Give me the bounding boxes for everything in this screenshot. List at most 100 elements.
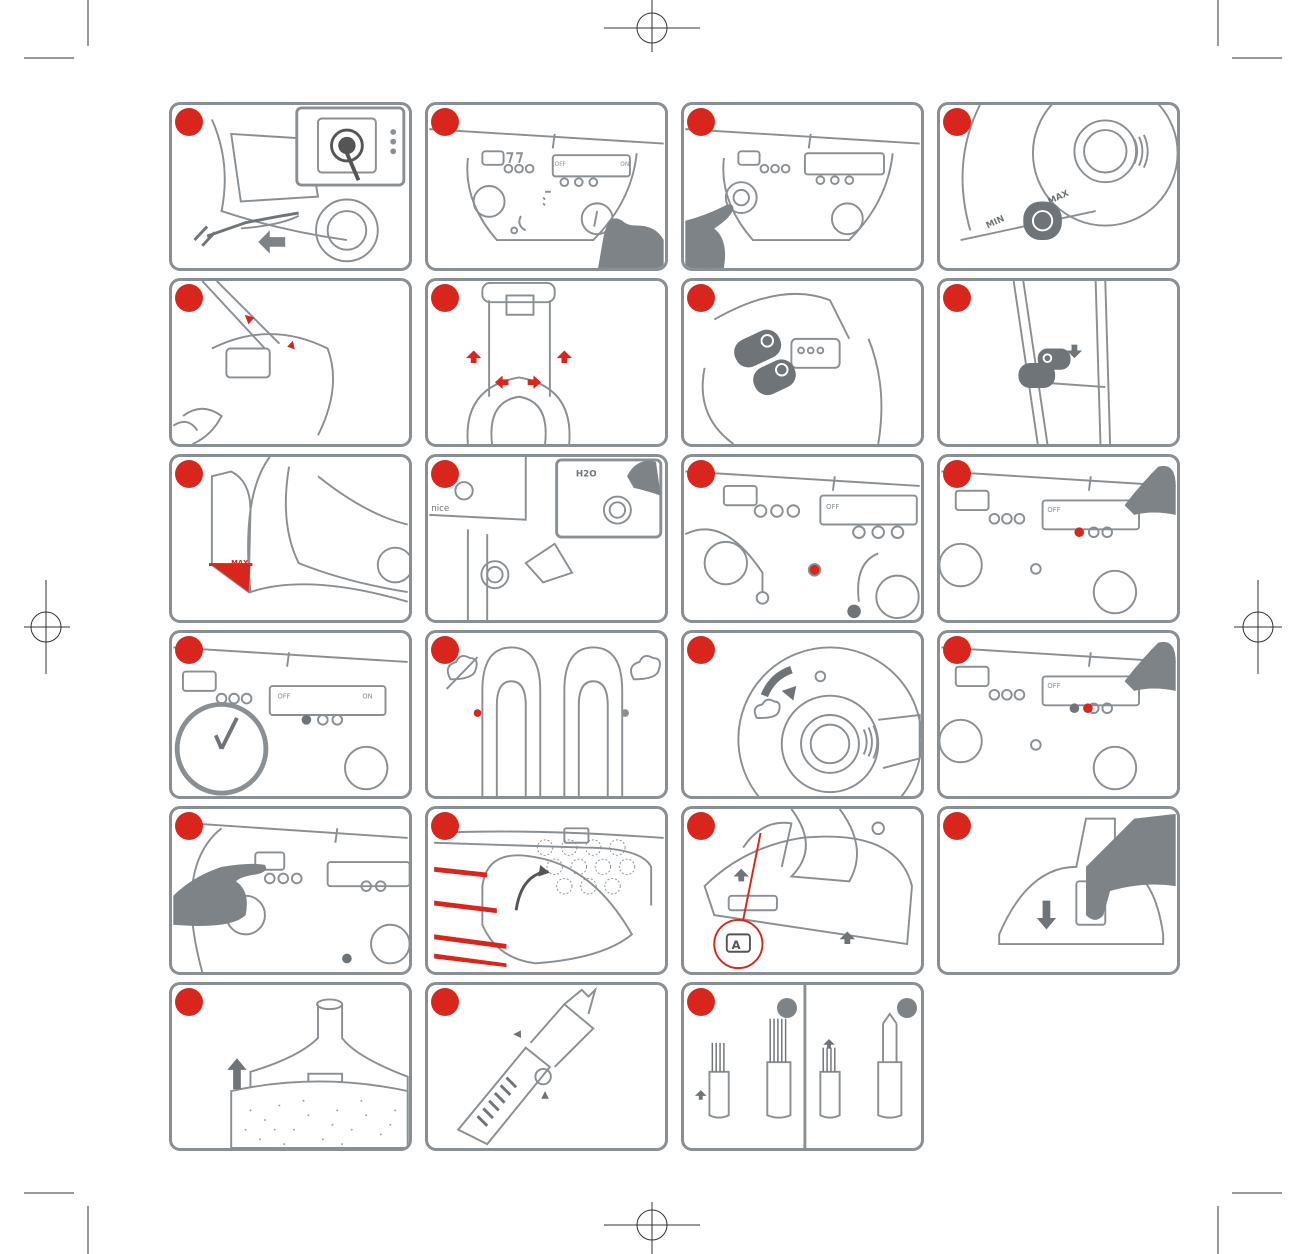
sub-step-badge-a — [777, 998, 797, 1018]
arrow-icon — [466, 350, 481, 363]
pointing-hand-icon — [1086, 814, 1176, 920]
step-badge — [431, 460, 459, 488]
step-badge — [943, 636, 971, 664]
arrow-icon — [557, 350, 572, 363]
arrow-icon — [258, 230, 285, 253]
off-label: OFF — [1047, 682, 1060, 690]
step-panel-1-unplugged-appliance — [169, 102, 412, 271]
steam-indicator-light — [1083, 703, 1093, 713]
step-badge — [943, 812, 971, 840]
control-panel-illustration: OFF — [940, 457, 1177, 620]
tank-max-label: MAX — [231, 559, 249, 567]
control-panel-illustration: OFF — [684, 457, 921, 620]
step-badge — [431, 812, 459, 840]
min-label: MIN — [985, 214, 1007, 231]
step-badge — [687, 988, 715, 1016]
step-badge — [943, 460, 971, 488]
off-label: OFF — [1047, 506, 1060, 514]
sub-step-badge-b — [897, 998, 917, 1018]
off-label: OFF — [555, 162, 566, 168]
arrow-icon — [495, 376, 509, 390]
step-panel-10-fill-water: nice H2O — [425, 454, 668, 623]
step-badge — [175, 988, 203, 1016]
step-panel-2-power-on: OFF ON — [425, 102, 668, 271]
step-panel-20-nozzle-clip — [937, 806, 1180, 975]
step-badge — [431, 988, 459, 1016]
arrow-icon — [1037, 901, 1056, 930]
step-badge — [943, 108, 971, 136]
hose-holder-illustration — [940, 281, 1177, 444]
appliance-and-plug-illustration — [172, 105, 409, 268]
water-indicator-light — [809, 564, 821, 576]
step-badge — [431, 284, 459, 312]
water-label: H2O — [576, 469, 597, 479]
step-badge — [175, 284, 203, 312]
step-panel-7-hose-connector — [681, 278, 924, 447]
step-panel-14-steam-trigger — [425, 630, 668, 799]
step-panel-22-tube-assembly — [425, 982, 668, 1151]
arrow-icon — [782, 686, 796, 700]
water-inlet-illustration: nice H2O — [428, 457, 665, 620]
arrow-icon — [734, 869, 749, 882]
step-panel-5-attach-handle — [169, 278, 412, 447]
pointing-hand-icon — [1125, 466, 1176, 515]
control-panel-with-clock-illustration: OFF ON — [172, 633, 409, 796]
accessory-marker-label: A — [732, 938, 741, 952]
arrow-icon — [513, 1030, 521, 1038]
step-badge — [175, 812, 203, 840]
pointing-hand-icon — [598, 218, 664, 268]
handle-frame-illustration — [428, 281, 665, 444]
floor-head-cloth-illustration — [428, 809, 665, 972]
arrow-icon — [695, 1090, 707, 1100]
step-panel-4-suction-slider: MIN MAX — [937, 102, 1180, 271]
nozzle-with-fabric-illustration — [172, 985, 409, 1148]
step-badge — [687, 812, 715, 840]
step-badge — [175, 108, 203, 136]
steam-regulator-illustration — [684, 633, 921, 796]
step-panel-19-accessory-a-release: A — [681, 806, 924, 975]
step-panel-3-press-suction-button — [681, 102, 924, 271]
arrow-icon — [541, 1091, 549, 1099]
arrow-icon — [823, 1039, 835, 1049]
pointing-hand-icon — [685, 204, 733, 268]
step-badge — [175, 460, 203, 488]
indicator-dot — [302, 715, 312, 725]
step-panel-9-tank-max-level: MAX — [169, 454, 412, 623]
suction-regulator-illustration: MIN MAX — [940, 105, 1177, 268]
clock-icon — [177, 704, 266, 793]
water-tank-illustration: MAX — [172, 457, 409, 620]
step-panel-13-wait-heat-up: OFF ON — [169, 630, 412, 799]
brush-attachments-illustration — [684, 985, 921, 1148]
step-panel-23-brush-attachments — [681, 982, 924, 1151]
step-badge — [687, 460, 715, 488]
hose-connector-illustration — [684, 281, 921, 444]
step-badge — [687, 108, 715, 136]
step-panel-8-hose-on-handle — [937, 278, 1180, 447]
on-label: ON — [620, 162, 629, 168]
step-panel-12-steam-on: OFF — [937, 454, 1180, 623]
step-panel-6-handle-release — [425, 278, 668, 447]
step-panel-21-nozzle-fabric — [169, 982, 412, 1151]
on-label: ON — [362, 693, 372, 701]
step-panel-11-water-indicator: OFF — [681, 454, 924, 623]
hand-nozzle-illustration — [940, 809, 1177, 972]
control-panel-illustration — [684, 105, 921, 268]
off-label: OFF — [826, 503, 839, 511]
step-badge — [687, 284, 715, 312]
control-panel-illustration: OFF ON — [428, 105, 665, 268]
off-label: OFF — [277, 693, 290, 701]
step-badge — [687, 636, 715, 664]
handle-trigger-illustration — [428, 633, 665, 796]
tank-fill — [212, 565, 251, 592]
step-panel-16-steam-off: OFF — [937, 630, 1180, 799]
control-panel-illustration: OFF — [940, 633, 1177, 796]
floor-head-release-illustration: A — [684, 809, 921, 972]
handle-attach-illustration — [172, 281, 409, 444]
steam-indicator-light — [1074, 527, 1084, 537]
tube-assembly-illustration — [428, 985, 665, 1148]
arrow-icon — [287, 341, 295, 350]
brand-label: nice — [431, 504, 449, 514]
step-badge — [431, 108, 459, 136]
max-label: MAX — [1046, 189, 1070, 208]
step-badge — [943, 284, 971, 312]
